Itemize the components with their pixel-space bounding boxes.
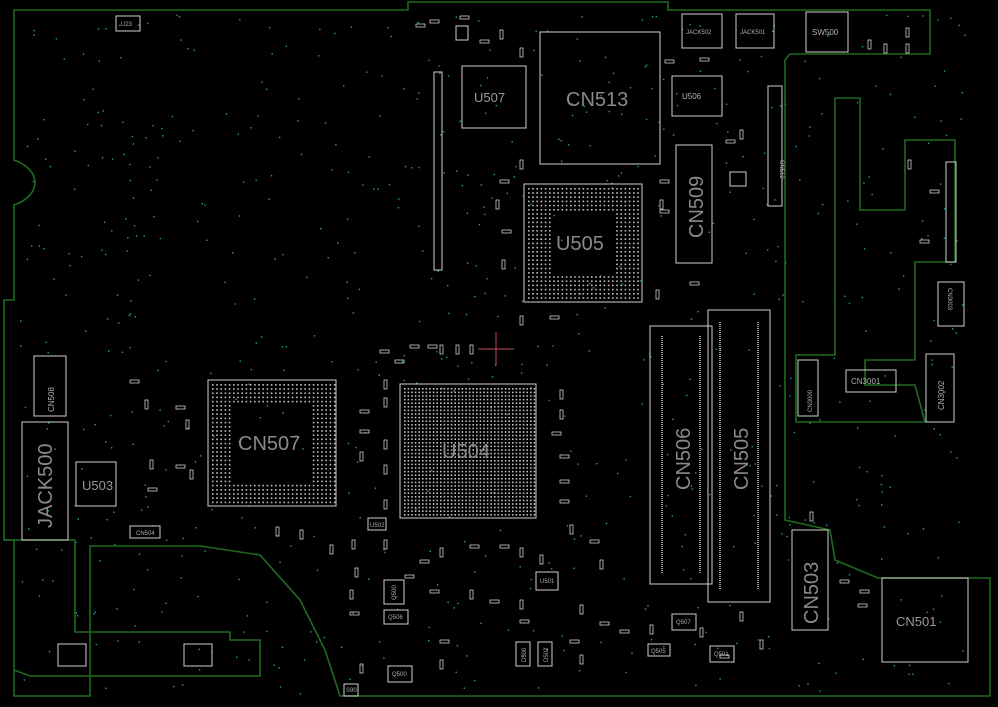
u501-outline (535, 571, 559, 591)
cn512-label: CN512 (778, 160, 784, 179)
right-cutout-outline (795, 97, 956, 423)
cn504-label: CN504 (136, 531, 155, 537)
s90-outline (343, 683, 359, 697)
d500-label: D500 (522, 647, 528, 662)
q500b-outline (383, 579, 405, 605)
u502-outline (367, 517, 387, 531)
connector-strip-left (433, 71, 443, 271)
smd-pads (129, 15, 940, 674)
u505-outline (523, 183, 643, 303)
bottom-left-pad-b (183, 643, 213, 667)
cn512-outline (767, 85, 783, 207)
u503-label: U503 (82, 478, 113, 493)
cn508-label: CN508 (47, 387, 56, 412)
u507-label: U507 (474, 90, 505, 105)
q500-outline (387, 665, 413, 683)
q506-label: Q506 (388, 615, 403, 621)
q505-label: Q505 (651, 649, 666, 655)
cn503-outline (791, 529, 829, 631)
left-cutout-outline (4, 539, 261, 677)
jack502-label: JACK502 (686, 30, 712, 36)
u501-label: U501 (540, 579, 555, 585)
q507-outline (671, 613, 697, 631)
cn3000-outline (797, 359, 819, 417)
q506-outline (383, 609, 409, 625)
cn501-outline (881, 577, 969, 663)
small-box-top-2 (729, 171, 747, 187)
d500-outline (515, 641, 531, 667)
cn507-ball-grid (212, 384, 336, 504)
cn3001-label: CN3001 (851, 377, 881, 386)
cn506-outline (649, 325, 713, 585)
q507-label: Q507 (676, 620, 691, 626)
cn3001-outline (845, 369, 897, 393)
via-field (20, 14, 966, 695)
u504-label: U504 (442, 441, 490, 463)
sw500-outline (805, 11, 849, 53)
cn509-outline (675, 144, 713, 264)
q505-outline (647, 643, 671, 657)
d502-label: D502 (544, 647, 550, 662)
cn507-outline (207, 379, 337, 507)
u23-outline (115, 15, 141, 32)
u23-label: U23 (121, 22, 133, 28)
cn505-outline (707, 309, 771, 603)
u507-outline (461, 65, 527, 129)
cn3002-label: CN3002 (937, 380, 946, 410)
cn507-label: CN507 (238, 433, 300, 455)
q501-outline (709, 645, 735, 663)
cn503-label: CN503 (801, 562, 823, 624)
jack502-outline (681, 13, 723, 49)
cn513-label: CN513 (566, 89, 628, 111)
u505-ball-grid (528, 188, 639, 299)
cn3002-outline (925, 353, 955, 423)
u504-ball-grid (404, 388, 536, 516)
u505-label: U505 (556, 233, 604, 255)
d502-outline (537, 641, 553, 667)
cn508-outline (33, 355, 67, 417)
jack501-label: JACK501 (740, 30, 766, 36)
u506-label: U506 (682, 92, 702, 101)
cn504-outline (129, 525, 161, 539)
q500-label: Q500 (392, 672, 407, 678)
cn3000-label: CN3000 (808, 389, 814, 412)
bottom-left-pad-a (57, 643, 87, 667)
cn506-label: CN506 (673, 428, 695, 490)
sw500-label: SW500 (812, 28, 839, 37)
cn505-label: CN505 (731, 428, 753, 490)
small-box-top-1 (455, 25, 469, 41)
jack500-outline (21, 421, 69, 541)
u506-outline (671, 75, 723, 117)
s90-label: S90 (346, 688, 357, 694)
jack500-label: JACK500 (35, 444, 57, 529)
cn509-label: CN509 (686, 176, 708, 238)
flex-connector-right (945, 161, 957, 263)
u504-outline (399, 383, 537, 519)
cn501-label: CN501 (896, 614, 936, 629)
cn3003-outline (937, 281, 965, 327)
board-outline (3, 1, 991, 697)
cn513-outline (539, 31, 661, 165)
u503-outline (75, 461, 117, 507)
q500b-label: Q500 (392, 585, 398, 600)
jack501-outline (735, 13, 775, 49)
u502-label: U502 (370, 523, 385, 529)
cursor-crosshair (478, 332, 514, 366)
cn3003-label: CN3003 (946, 288, 952, 311)
